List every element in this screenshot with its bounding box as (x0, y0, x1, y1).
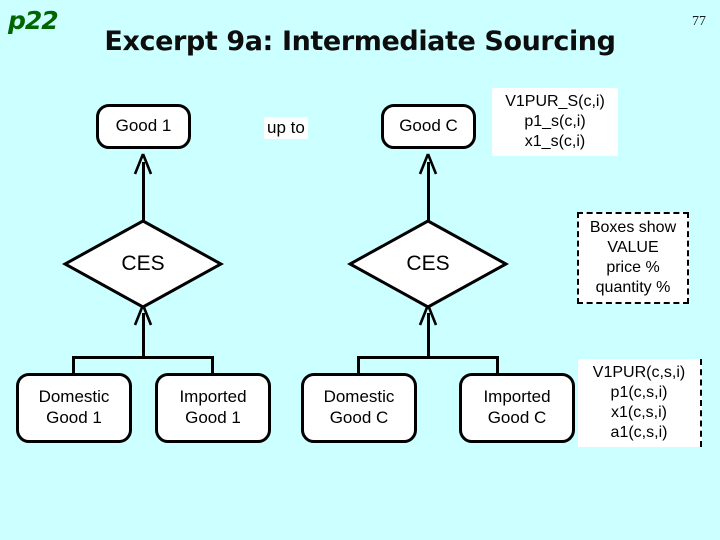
node-imported-good-1[interactable]: Imported Good 1 (155, 373, 271, 443)
connector-ces-right-to-good-c (427, 162, 430, 224)
connector-bar-left (72, 356, 214, 359)
connector-ces-left-to-good-1 (142, 162, 145, 224)
annotation-top-right-line-1: V1PUR_S(c,i) (505, 93, 605, 110)
node-imported-good-1-line1: Imported (179, 387, 247, 407)
nest-ces-right[interactable]: CES (347, 218, 509, 310)
annotation-top-right-line-2: p1_s(c,i) (524, 113, 586, 130)
arrowhead-up-good-1 (131, 153, 155, 175)
node-good-c-label: Good C (399, 116, 458, 136)
legend-line-1: Boxes show (589, 219, 677, 236)
node-good-1[interactable]: Good 1 (96, 104, 191, 149)
annotation-bottom-right-line-2: p1(c,s,i) (610, 384, 668, 401)
node-domestic-good-1-line1: Domestic (38, 387, 110, 407)
annotation-bottom-right-line-3: x1(c,s,i) (611, 404, 667, 421)
nest-ces-left[interactable]: CES (62, 218, 224, 310)
node-domestic-good-1[interactable]: Domestic Good 1 (16, 373, 132, 443)
legend-box: Boxes show VALUE price % quantity % (577, 212, 689, 304)
annotation-bottom-right-line-1: V1PUR(c,s,i) (592, 364, 686, 381)
node-domestic-good-c-line1: Domestic (323, 387, 395, 407)
annotation-bottom-right: V1PUR(c,s,i) p1(c,s,i) x1(c,s,i) a1(c,s,… (578, 359, 702, 447)
connector-drop-imported-c (496, 356, 499, 378)
connector-drop-domestic-1 (72, 356, 75, 378)
page-title: Excerpt 9a: Intermediate Sourcing (104, 26, 616, 57)
node-good-1-label: Good 1 (115, 116, 172, 136)
node-domestic-good-c[interactable]: Domestic Good C (301, 373, 417, 443)
page-marker: p22 (8, 6, 59, 35)
page-number: 77 (692, 14, 706, 29)
arrowhead-up-good-c (416, 153, 440, 175)
arrowhead-up-ces-left (131, 304, 155, 326)
node-domestic-good-1-line2: Good 1 (46, 408, 102, 427)
node-domestic-good-c-line2: Good C (329, 408, 389, 427)
arrowhead-up-ces-right (416, 304, 440, 326)
annotation-top-right-line-3: x1_s(c,i) (524, 133, 586, 150)
annotation-bottom-right-line-4: a1(c,s,i) (610, 424, 668, 441)
node-good-c[interactable]: Good C (381, 104, 476, 149)
node-imported-good-1-line2: Good 1 (185, 408, 241, 427)
connector-drop-domestic-c (357, 356, 360, 378)
annotation-top-right: V1PUR_S(c,i) p1_s(c,i) x1_s(c,i) (492, 88, 618, 156)
connector-drop-imported-1 (211, 356, 214, 378)
connector-bar-right (357, 356, 499, 359)
connector-leaves-to-ces-right (427, 313, 430, 358)
connector-leaves-to-ces-left (142, 313, 145, 358)
legend-line-3: price % (606, 259, 660, 276)
legend-line-2: VALUE (607, 239, 659, 256)
node-imported-good-c-line2: Good C (487, 408, 547, 427)
label-up-to: up to (264, 117, 308, 139)
legend-line-4: quantity % (595, 279, 671, 296)
node-imported-good-c-line1: Imported (483, 387, 551, 407)
node-imported-good-c[interactable]: Imported Good C (459, 373, 575, 443)
